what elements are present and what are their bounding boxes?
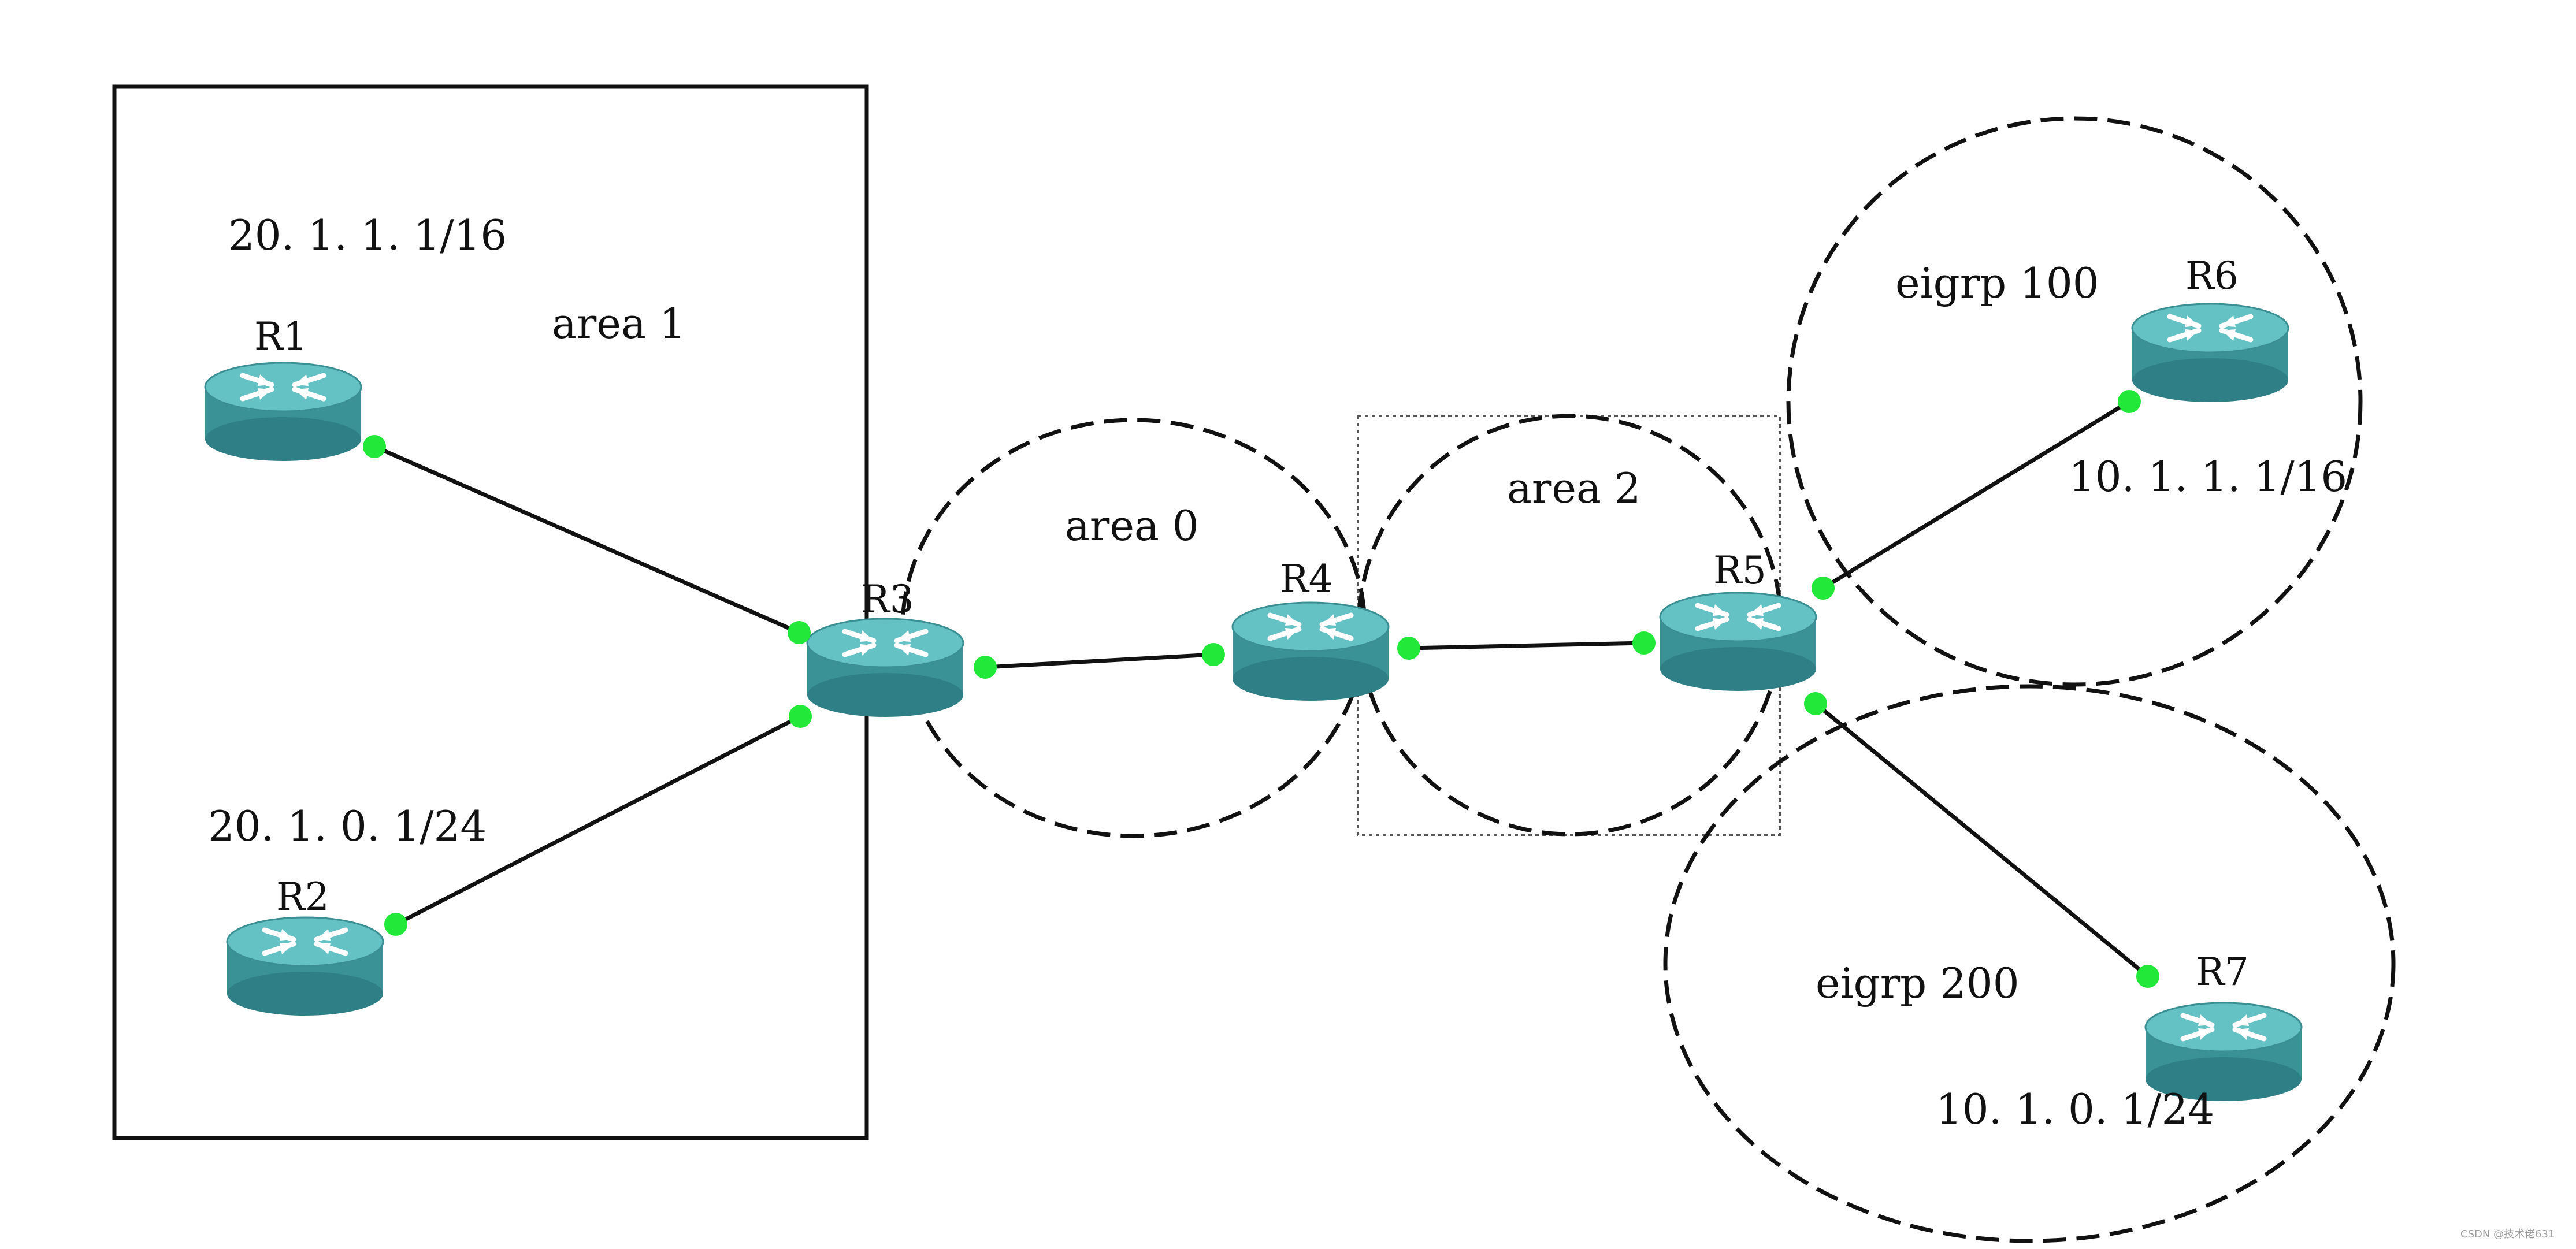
port-r7	[2136, 965, 2159, 988]
port-r4-to-r5	[1397, 637, 1420, 660]
port-r3-to-r2	[789, 705, 812, 728]
router-r2-label: R2	[276, 875, 329, 919]
router-r5-icon[interactable]	[1660, 593, 1816, 691]
area0-label: area 0	[1065, 501, 1199, 550]
router-r7-label: R7	[2196, 950, 2249, 994]
r6-network-label: 10. 1. 1. 1/16	[2069, 452, 2347, 501]
area2-label: area 2	[1507, 464, 1641, 512]
port-r5-to-r6	[1812, 577, 1835, 600]
port-r3-to-r1	[788, 621, 811, 644]
r1-network-label: 20. 1. 1. 1/16	[228, 211, 507, 259]
port-r6	[2118, 390, 2141, 413]
eigrp200-boundary	[1663, 684, 2396, 1243]
port-r4-to-r3	[1202, 643, 1225, 666]
port-r5-to-r4	[1632, 631, 1656, 655]
router-r4-label: R4	[1280, 557, 1333, 601]
r2-network-label: 20. 1. 0. 1/24	[208, 802, 487, 850]
link-r5-r6	[1822, 400, 2130, 590]
port-r5-to-r7	[1804, 692, 1827, 715]
eigrp100-boundary	[1786, 116, 2363, 687]
router-r6-label: R6	[2185, 254, 2239, 298]
eigrp200-label: eigrp 200	[1816, 959, 2020, 1008]
eigrp100-label: eigrp 100	[1895, 259, 2099, 307]
router-r4-icon[interactable]	[1233, 603, 1389, 701]
port-r3-to-r4	[974, 656, 997, 679]
router-r3-label: R3	[861, 577, 914, 622]
router-r1-icon[interactable]	[205, 363, 361, 461]
port-r1	[363, 435, 386, 458]
watermark-text: CSDN @技术佬631	[2460, 1228, 2555, 1240]
router-r1-label: R1	[254, 314, 307, 359]
router-r3-icon[interactable]	[807, 619, 963, 717]
area1-label: area 1	[552, 299, 686, 348]
r7-network-label: 10. 1. 0. 1/24	[1936, 1085, 2214, 1133]
link-r4-r5	[1408, 641, 1645, 650]
link-r3-r4	[985, 652, 1214, 670]
router-r2-icon[interactable]	[227, 917, 383, 1016]
link-r1-r3	[373, 444, 800, 635]
link-r5-r7	[1814, 702, 2150, 978]
router-r6-icon[interactable]	[2132, 304, 2288, 402]
area1-boundary	[112, 84, 869, 1140]
link-r2-r3	[395, 714, 801, 927]
port-r2	[384, 913, 407, 936]
router-r5-label: R5	[1713, 548, 1766, 593]
